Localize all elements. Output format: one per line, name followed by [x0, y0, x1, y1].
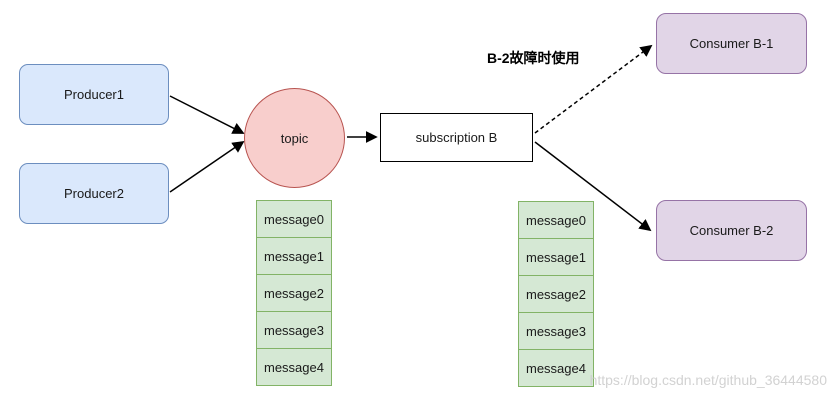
producer1-node: Producer1	[19, 64, 169, 125]
topic-message-cell: message1	[256, 237, 332, 275]
subscription-message-cell: message3	[518, 312, 594, 350]
topic-message-cell: message4	[256, 348, 332, 386]
subscription-message-cell: message1	[518, 238, 594, 276]
consumer-b2-node: Consumer B-2	[656, 200, 807, 261]
topic-message-queue: message0 message1 message2 message3 mess…	[256, 200, 332, 386]
failover-annotation: B-2故障时使用	[487, 50, 580, 66]
topic-label: topic	[280, 130, 309, 146]
subscription-message-cell: message4	[518, 349, 594, 387]
arrow-producer1-to-topic	[169, 95, 245, 134]
topic-node: topic	[244, 88, 345, 188]
producer2-node: Producer2	[19, 163, 169, 224]
subscription-message-queue: message0 message1 message2 message3 mess…	[518, 201, 594, 387]
topic-message-cell: message2	[256, 274, 332, 312]
consumer-b1-label: Consumer B-1	[689, 36, 774, 51]
subscription-message-cell: message2	[518, 275, 594, 313]
producer2-label: Producer2	[64, 186, 124, 201]
subscription-b-label: subscription B	[415, 130, 498, 145]
csdn-watermark: https://blog.csdn.net/github_36444580	[589, 372, 827, 388]
producer1-label: Producer1	[64, 87, 124, 102]
subscription-message-cell: message0	[518, 201, 594, 239]
topic-message-cell: message3	[256, 311, 332, 349]
consumer-b2-label: Consumer B-2	[689, 223, 774, 238]
topic-message-cell: message0	[256, 200, 332, 238]
arrow-producer2-to-topic	[169, 140, 245, 193]
subscription-b-node: subscription B	[380, 113, 533, 162]
consumer-b1-node: Consumer B-1	[656, 13, 807, 74]
